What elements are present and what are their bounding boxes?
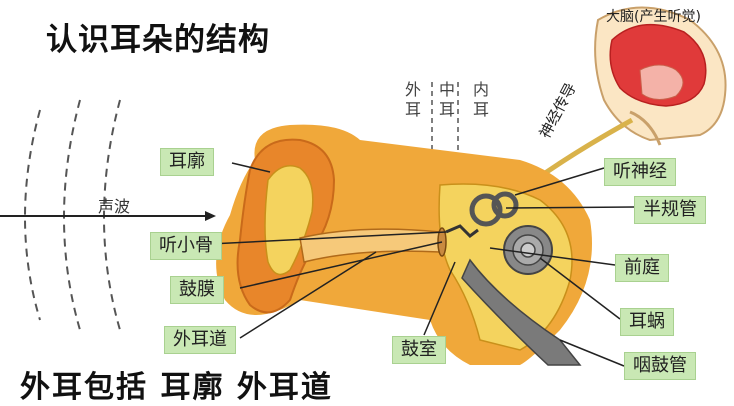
label-cochlea: 耳蜗 [620, 308, 674, 336]
ear-anatomy [216, 125, 592, 365]
region-outer-char-2: 耳 [404, 100, 422, 120]
sound-wave-label: 声波 [98, 193, 130, 217]
label-ear-canal: 外耳道 [164, 326, 236, 354]
region-middle-char-2: 耳 [438, 100, 456, 120]
label-semicircular-canals: 半规管 [634, 196, 706, 224]
label-vestibule: 前庭 [615, 254, 669, 282]
region-outer-ear: 外 耳 [404, 80, 422, 120]
label-auditory-nerve: 听神经 [604, 158, 676, 186]
label-tympanic-cavity: 鼓室 [392, 336, 446, 364]
label-auricle: 耳廓 [160, 148, 214, 176]
head-outline [595, 8, 725, 146]
label-eardrum: 鼓膜 [170, 276, 224, 304]
region-inner-ear: 内 耳 [472, 80, 490, 120]
sound-wave-arrowhead [205, 211, 216, 221]
page-title: 认识耳朵的结构 [46, 14, 270, 59]
bottom-caption: 外耳包括 耳廓 外耳道 [20, 362, 333, 406]
region-inner-char-1: 内 [472, 80, 490, 100]
brain-label: 大脑(产生听觉) [606, 6, 701, 26]
region-middle-ear: 中 耳 [438, 80, 456, 120]
label-eustachian-tube: 咽鼓管 [624, 352, 696, 380]
region-middle-char-1: 中 [438, 80, 456, 100]
label-ossicles: 听小骨 [150, 232, 222, 260]
region-inner-char-2: 耳 [472, 100, 490, 120]
region-outer-char-1: 外 [404, 80, 422, 100]
